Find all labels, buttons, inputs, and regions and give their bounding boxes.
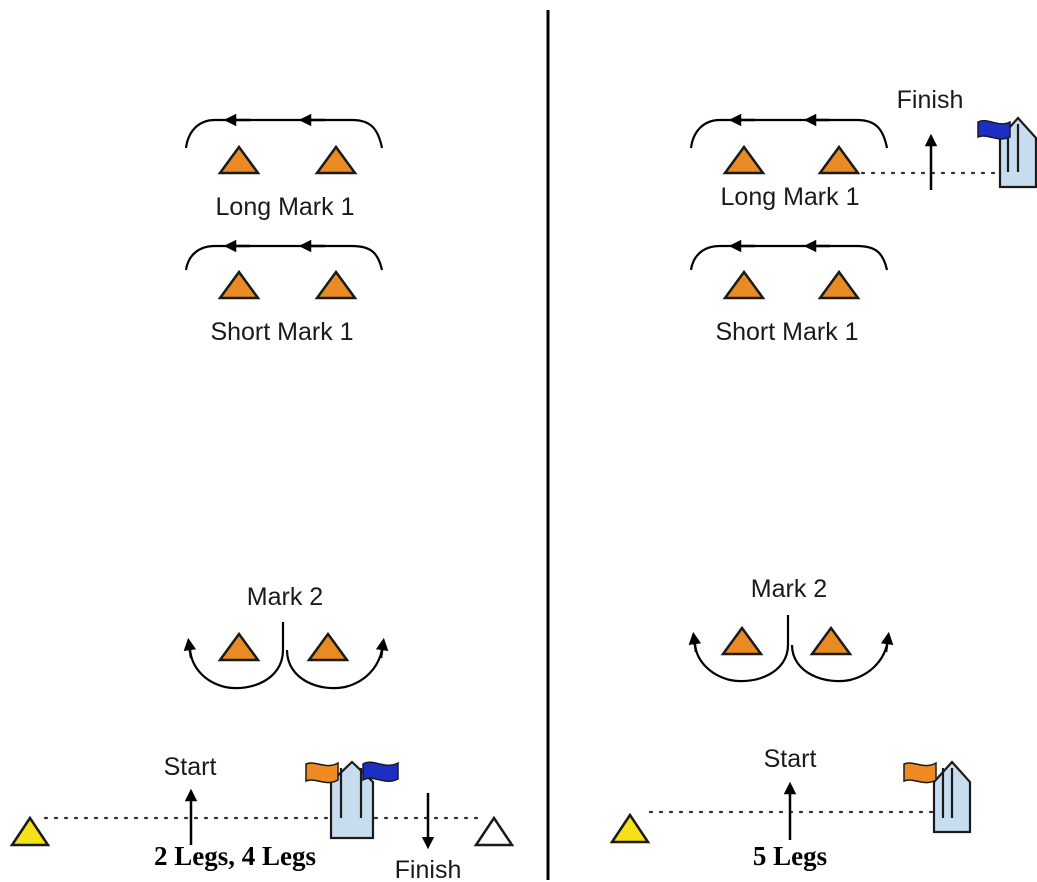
- mark2-label: Mark 2: [751, 575, 827, 603]
- rounding-arrow: [188, 622, 285, 690]
- course-caption: 2 Legs, 4 Legs: [154, 841, 316, 871]
- arrow-head: [183, 637, 197, 659]
- finish-label: Finish: [395, 856, 462, 882]
- right-long-mark-group: Long Mark 1: [689, 113, 889, 211]
- long-mark-label: Long Mark 1: [721, 183, 860, 211]
- rounding-arrow: [693, 615, 790, 683]
- start-label: Start: [764, 745, 817, 773]
- mark-triangle: [217, 144, 261, 175]
- mark-triangle: [722, 144, 766, 175]
- rounding-arrow: [184, 244, 384, 271]
- pin-end-triangle: [9, 815, 51, 847]
- left-short-mark-group: Short Mark 1: [184, 239, 384, 346]
- left-mark2-group: Mark 2: [183, 583, 389, 690]
- finish-mark-triangle: [473, 815, 515, 847]
- rounding-arrow: [689, 244, 889, 271]
- blue-flag-icon: [362, 761, 399, 783]
- mark-triangle: [217, 269, 261, 300]
- blue-flag-icon: [977, 119, 1011, 140]
- orange-flag-icon: [903, 761, 937, 784]
- right-finish-line: Finish: [860, 86, 1037, 190]
- course-caption: 5 Legs: [753, 841, 827, 871]
- right-panel: Long Mark 1 Finish Short Mark 1 Mar: [609, 86, 1037, 871]
- committee-boat-icon: [977, 116, 1037, 189]
- arrow-head: [688, 631, 702, 653]
- mark-triangle: [722, 269, 766, 300]
- committee-boat-icon: [903, 760, 972, 834]
- committee-boat-icon: [305, 760, 399, 840]
- mark-triangle: [809, 625, 853, 656]
- mark-triangle: [306, 631, 350, 662]
- mark-triangle: [314, 269, 358, 300]
- left-start-line: Start Finish 2 Legs, 4 Legs: [9, 753, 515, 882]
- mark-triangle: [314, 144, 358, 175]
- short-mark-label: Short Mark 1: [715, 318, 858, 346]
- short-mark-label: Short Mark 1: [210, 318, 353, 346]
- rounding-arrow: [689, 118, 889, 149]
- mark-triangle: [217, 631, 261, 662]
- mark-triangle: [817, 144, 861, 175]
- left-panel: Long Mark 1 Short Mark 1 Mark 2 Star: [9, 113, 515, 882]
- right-short-mark-group: Short Mark 1: [689, 239, 889, 346]
- rounding-arrow: [790, 644, 889, 683]
- right-mark2-group: Mark 2: [688, 575, 894, 683]
- left-long-mark-group: Long Mark 1: [184, 113, 384, 221]
- rounding-arrow: [285, 649, 384, 690]
- start-label: Start: [164, 753, 217, 781]
- rounding-arrow: [184, 118, 384, 149]
- arrow-head: [880, 631, 894, 653]
- mark-triangle: [817, 269, 861, 300]
- long-mark-label: Long Mark 1: [216, 193, 355, 221]
- orange-flag-icon: [305, 761, 339, 784]
- mark2-label: Mark 2: [247, 583, 323, 611]
- mark-triangle: [720, 625, 764, 656]
- right-start-line: Start 5 Legs: [609, 745, 972, 871]
- arrow-head: [375, 637, 389, 659]
- pin-end-triangle: [609, 812, 651, 844]
- finish-label: Finish: [897, 86, 964, 114]
